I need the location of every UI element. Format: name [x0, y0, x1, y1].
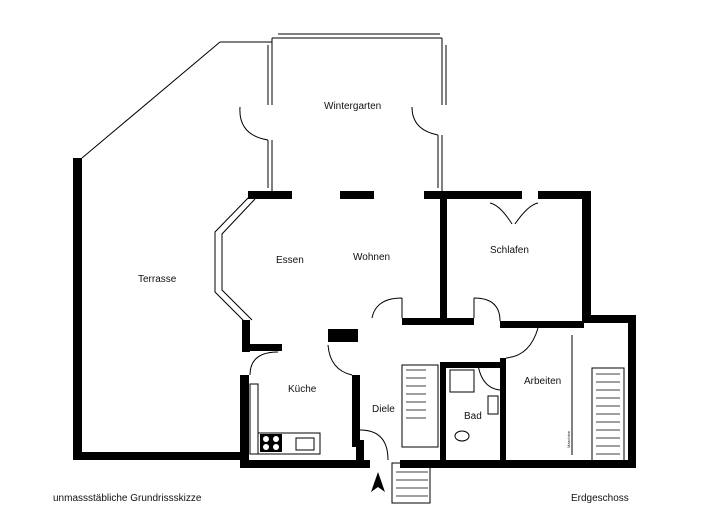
north-arrow-icon: [371, 472, 385, 492]
walls: [73, 158, 636, 468]
appliance-label: Maschine: [566, 430, 571, 448]
room-label-bad: Bad: [464, 411, 482, 422]
thin-lines: [81, 33, 625, 504]
stair-treads: [396, 369, 620, 497]
room-label-essen: Essen: [276, 255, 304, 266]
room-label-wintergarten: Wintergarten: [324, 101, 381, 112]
room-label-arbeiten: Arbeiten: [524, 376, 561, 387]
room-label-kueche: Küche: [288, 384, 317, 395]
stove-icon: [260, 434, 282, 452]
caption-left: unmassstäbliche Grundrissskizze: [53, 493, 202, 504]
room-label-terrasse: Terrasse: [138, 274, 177, 285]
room-label-wohnen: Wohnen: [353, 252, 390, 263]
caption-right: Erdgeschoss: [571, 493, 629, 504]
room-label-schlafen: Schlafen: [490, 245, 529, 256]
room-label-diele: Diele: [372, 404, 395, 415]
